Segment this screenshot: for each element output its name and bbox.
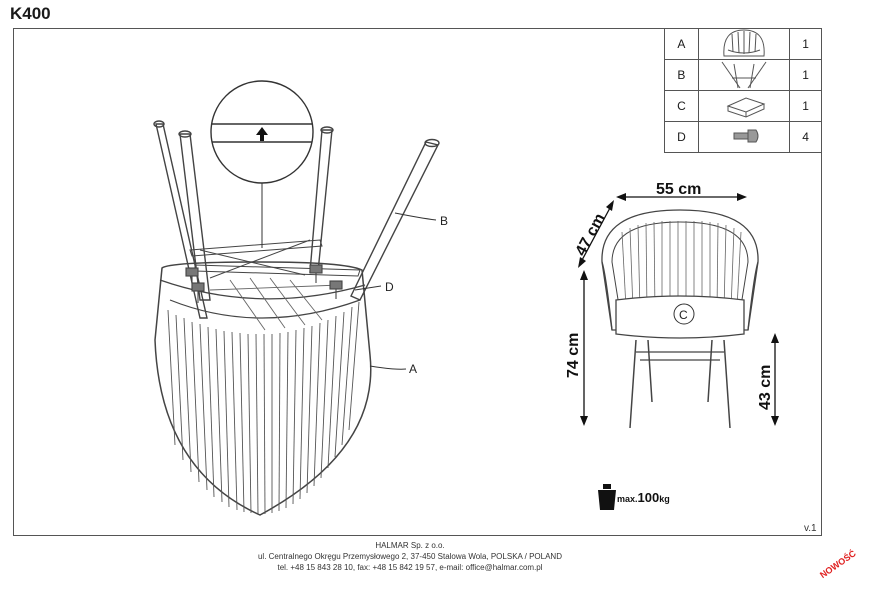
footer-address: ul. Centralnego Okręgu Przemysłowego 2, … xyxy=(257,552,562,561)
footer-company: HALMAR Sp. z o.o. xyxy=(375,541,445,550)
parts-row: C 1 xyxy=(664,90,822,122)
weight-icon xyxy=(598,484,616,510)
callout-a: A xyxy=(409,362,417,376)
callout-c-circle xyxy=(673,303,695,325)
max-load-label: max.100kg xyxy=(617,490,670,505)
dimension-seat-height: 43 cm xyxy=(757,365,774,410)
dimension-width: 55 cm xyxy=(656,181,701,198)
footer-contact: tel. +48 15 843 28 10, fax: +48 15 842 1… xyxy=(277,563,543,572)
part-letter: C xyxy=(664,90,699,122)
callout-c: C xyxy=(679,308,688,322)
upturned-chair-illustration xyxy=(153,120,440,516)
part-picture xyxy=(697,28,791,60)
part-letter: B xyxy=(664,59,699,91)
part-qty: 1 xyxy=(789,59,822,91)
part-picture xyxy=(697,121,791,153)
part-letter: A xyxy=(664,28,699,60)
part-qty: 1 xyxy=(789,28,822,60)
dimension-lines xyxy=(578,193,779,426)
detail-magnifier xyxy=(210,80,314,248)
arrow-up-icon xyxy=(256,127,268,141)
part-letter: D xyxy=(664,121,699,153)
callout-d: D xyxy=(385,280,394,294)
dimension-depth: 47 cm xyxy=(573,211,609,259)
parts-row: D 4 xyxy=(664,121,822,153)
version-label: v.1 xyxy=(804,523,817,534)
drawing-frame xyxy=(13,28,822,536)
product-code: K400 xyxy=(10,4,51,23)
part-qty: 1 xyxy=(789,90,822,122)
part-picture xyxy=(697,90,791,122)
callout-b: B xyxy=(440,214,448,228)
parts-table: A 1 B 1 C 1 D 4 xyxy=(664,28,822,153)
parts-row: A 1 xyxy=(664,28,822,60)
part-qty: 4 xyxy=(789,121,822,153)
dimension-height: 74 cm xyxy=(565,333,582,378)
part-picture xyxy=(697,59,791,91)
parts-row: B 1 xyxy=(664,59,822,91)
